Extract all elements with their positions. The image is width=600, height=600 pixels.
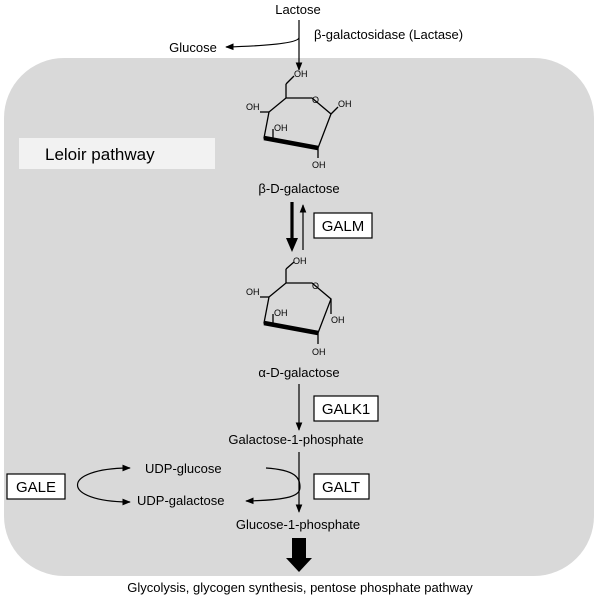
lactase-label: β-galactosidase (Lactase) — [314, 27, 463, 42]
galk1-box — [313, 395, 379, 422]
udp-glucose-label: UDP-glucose — [145, 461, 222, 476]
pathway-title: Leloir pathway — [45, 145, 155, 164]
svg-text:O: O — [312, 281, 319, 291]
gale-label: GALE — [16, 479, 56, 496]
galm-forward-arrowhead — [286, 238, 298, 252]
galt-box — [313, 473, 370, 500]
glucose-label: Glucose — [169, 40, 217, 55]
glucose-1-phosphate-label: Glucose-1-phosphate — [236, 517, 360, 532]
svg-text:OH: OH — [246, 287, 260, 297]
alpha-galactose-label: α-D-galactose — [258, 365, 339, 380]
galt-label: GALT — [322, 479, 360, 496]
galactose-1-phosphate-label: Galactose-1-phosphate — [228, 432, 363, 447]
gale-loop-arrow — [76, 464, 131, 506]
galt-uptake-curve — [245, 467, 301, 505]
glucose-branch-arrow — [225, 37, 300, 51]
galm-label: GALM — [322, 218, 365, 235]
lactose-label: Lactose — [275, 2, 321, 17]
svg-text:OH: OH — [312, 347, 326, 357]
alpha-galactose-structure: OH OH OH OH OH O — [246, 256, 345, 357]
beta-galactose-structure: OH OH OH OH OH O — [246, 69, 352, 170]
pathway-title-box — [19, 138, 215, 169]
outcome-arrow-shaft — [292, 538, 306, 560]
svg-text:OH: OH — [274, 123, 288, 133]
svg-text:OH: OH — [331, 315, 345, 325]
svg-text:OH: OH — [293, 256, 307, 266]
pathway-panel — [4, 58, 594, 576]
galm-box — [313, 212, 373, 239]
svg-text:OH: OH — [246, 102, 260, 112]
udp-galactose-label: UDP-galactose — [137, 493, 224, 508]
svg-text:OH: OH — [338, 99, 352, 109]
svg-text:OH: OH — [274, 308, 288, 318]
outcome-arrowhead — [286, 558, 312, 572]
beta-galactose-label: β-D-galactose — [258, 181, 339, 196]
svg-text:O: O — [312, 95, 319, 105]
galk1-label: GALK1 — [322, 401, 370, 418]
svg-text:OH: OH — [312, 160, 326, 170]
gale-box — [6, 473, 66, 500]
svg-text:OH: OH — [294, 69, 308, 79]
outcome-label: Glycolysis, glycogen synthesis, pentose … — [127, 580, 473, 595]
